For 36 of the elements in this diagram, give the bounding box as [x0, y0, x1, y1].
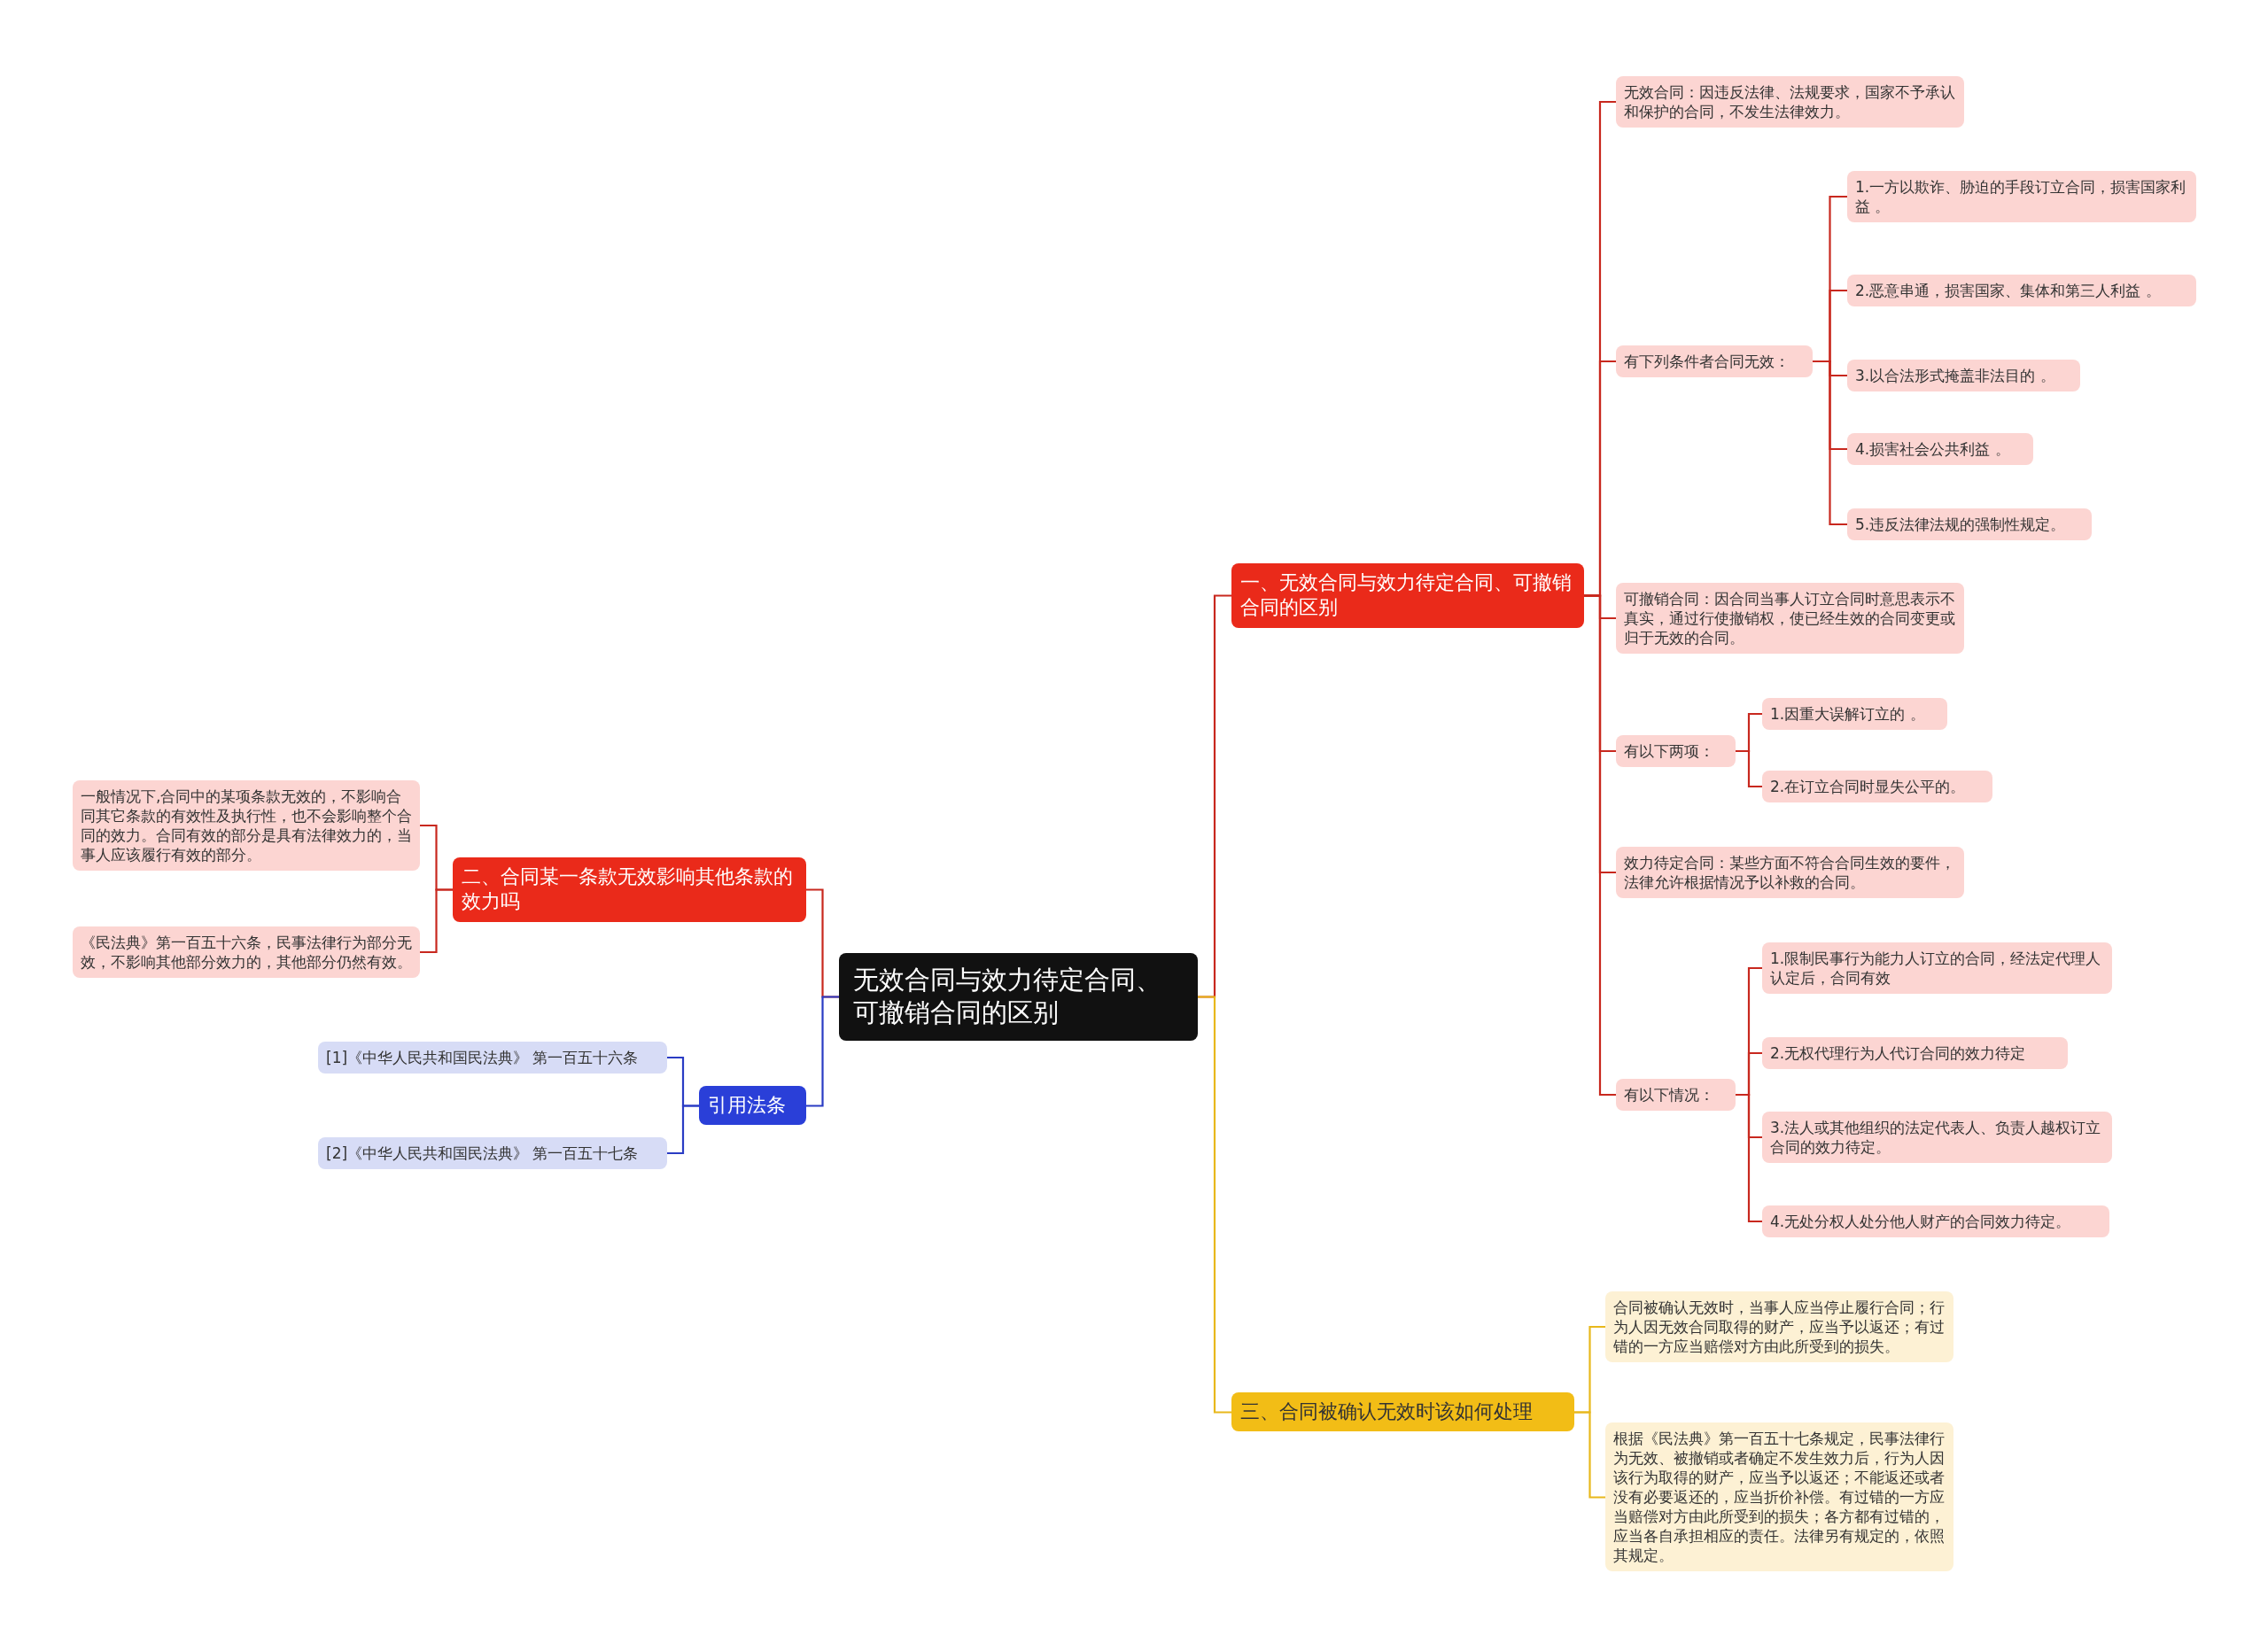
branch-topic: 引用法条 [699, 1085, 806, 1126]
subtopic-box: 有以下两项： [1616, 735, 1736, 768]
connector-line [1736, 1093, 1762, 1223]
subtopic-box: [1]《中华人民共和国民法典》 第一百五十六条 [318, 1042, 667, 1074]
connector-line [1736, 749, 1762, 788]
subtopic-box: [2]《中华人民共和国民法典》 第一百五十七条 [318, 1137, 667, 1170]
subtopic-box: 3.法人或其他组织的法定代表人、负责人越权订立合同的效力待定。 [1762, 1112, 2112, 1164]
subtopic-box: 1.限制民事行为能力人订立的合同，经法定代理人认定后，合同有效 [1762, 942, 2112, 995]
subtopic-box: 效力待定合同：某些方面不符合合同生效的要件，法律允许根据情况予以补救的合同。 [1616, 847, 1964, 899]
subtopic-box: 合同被确认无效时，当事人应当停止履行合同；行为人因无效合同取得的财产，应当予以返还；有过错的一方应当赔偿对方由此所受到的损失。 [1605, 1291, 1953, 1363]
subtopic-box: 无效合同：因违反法律、法规要求，国家不予承认和保护的合同，不发生法律效力。 [1616, 76, 1964, 128]
subtopic-box: 2.恶意串通，损害国家、集体和第三人利益 。 [1847, 275, 2196, 307]
subtopic-box: 2.无权代理行为人代订合同的效力待定 [1762, 1037, 2068, 1070]
subtopic-box: 一般情况下,合同中的某项条款无效的，不影响合同其它条款的有效性及执行性，也不会影响整个合同的效力。合同有效的部分是具有法律效力的，当事人应该履行有效的部分。 [73, 780, 420, 872]
subtopic-box: 根据《民法典》第一百五十七条规定，民事法律行为无效、被撤销或者确定不发生效力后，行为人因该行为取得的财产，应当予以返还；不能返还或者没有必要返还的，应当折价补偿。有过错的一方应当赔偿对方由此所受到的损失；各方都有过错的，应当各自承担相应的责任。法律另有规定的，依照其规定。 [1605, 1422, 1953, 1572]
subtopic-box: 1.因重大误解订立的 。 [1762, 698, 1947, 731]
subtopic-box: 4.无处分权人处分他人财产的合同效力待定。 [1762, 1205, 2109, 1238]
connector-line [806, 996, 839, 1107]
subtopic-box: 4.损害社会公共利益 。 [1847, 433, 2033, 466]
connector-line [667, 1105, 699, 1155]
subtopic-box: 可撤销合同：因合同当事人订立合同时意思表示不真实，通过行使撤销权，使已经生效的合同变更或归于无效的合同。 [1616, 583, 1964, 655]
subtopic-box: 有下列条件者合同无效： [1616, 345, 1813, 378]
connector-line [420, 888, 453, 954]
subtopic-box: 5.违反法律法规的强制性规定。 [1847, 508, 2092, 541]
connector-line [1198, 996, 1231, 1414]
subtopic-box: 3.以合法形式掩盖非法目的 。 [1847, 360, 2080, 392]
branch-topic: 三、合同被确认无效时该如何处理 [1231, 1391, 1574, 1432]
connector-line [1574, 1411, 1605, 1499]
branch-topic: 二、合同某一条款无效影响其他条款的效力吗 [453, 857, 806, 922]
connector-line [1813, 360, 1847, 526]
branch-topic: 一、无效合同与效力待定合同、可撤销合同的区别 [1231, 562, 1584, 628]
central-topic: 无效合同与效力待定合同、可撤销合同的区别 [839, 952, 1198, 1041]
subtopic-box: 《民法典》第一百五十六条，民事法律行为部分无效，不影响其他部分效力的，其他部分仍然有效。 [73, 926, 420, 979]
subtopic-box: 有以下情况： [1616, 1079, 1736, 1112]
subtopic-box: 2.在订立合同时显失公平的。 [1762, 771, 1992, 803]
subtopic-box: 1.一方以欺诈、胁迫的手段订立合同，损害国家利益 。 [1847, 171, 2196, 223]
